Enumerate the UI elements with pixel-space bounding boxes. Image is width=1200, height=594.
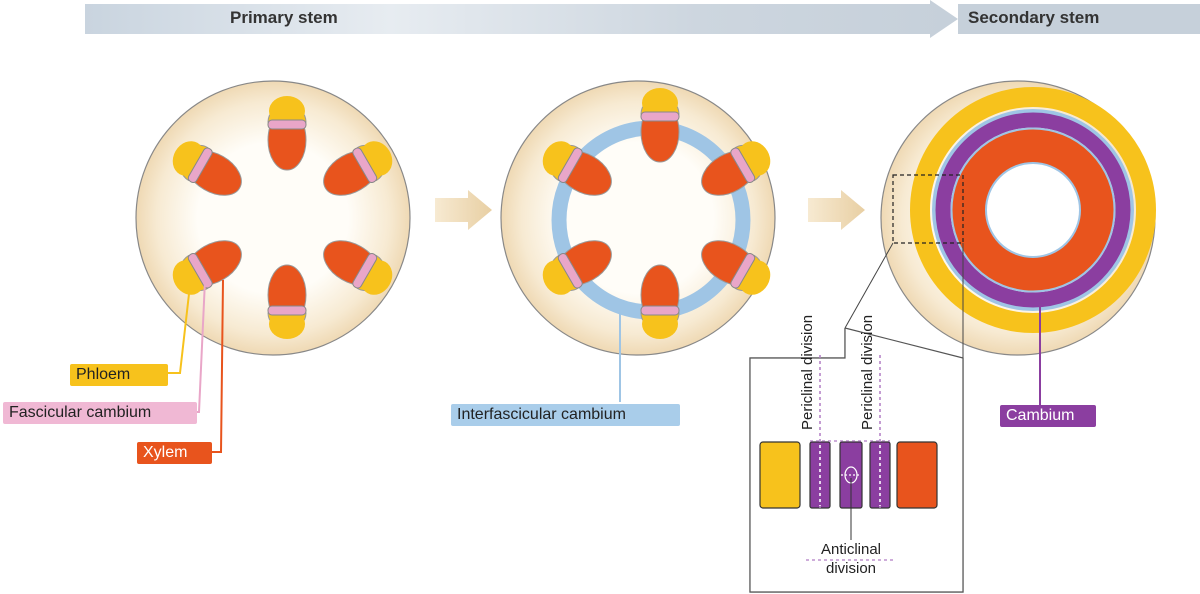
primary-stem — [135, 80, 411, 356]
anticlinal-label-line1: Anticlinal — [821, 541, 881, 558]
primary-stem-label: Primary stem — [230, 8, 338, 27]
fascicular-cambium-label: Fascicular cambium — [3, 402, 197, 424]
inset-panel: Periclinal division Periclinal division … — [749, 315, 964, 593]
cambium-label: Cambium — [1000, 405, 1096, 427]
secondary-stem-label: Secondary stem — [968, 8, 1100, 27]
periclinal-division-label-1: Periclinal division — [799, 315, 816, 430]
bundle-bottom — [267, 264, 307, 340]
zoom-line-left — [844, 242, 894, 329]
transitional-stem — [500, 80, 778, 356]
interfascicular-cambium-label: Interfascicular cambium — [451, 404, 680, 426]
transition-arrow-1 — [435, 190, 492, 230]
xylem-cell — [896, 441, 938, 509]
bundle-top — [267, 95, 307, 171]
secondary-stem — [880, 80, 1156, 356]
header-banner — [85, 0, 1200, 38]
phloem-cell — [759, 441, 801, 509]
periclinal-division-label-2: Periclinal division — [859, 315, 876, 430]
anticlinal-label-line2: division — [826, 560, 876, 577]
transition-arrow-2 — [808, 190, 865, 230]
phloem-label: Phloem — [70, 364, 168, 386]
leader-lines-primary — [168, 279, 224, 453]
xylem-label: Xylem — [137, 442, 212, 464]
zoom-region — [892, 174, 964, 244]
